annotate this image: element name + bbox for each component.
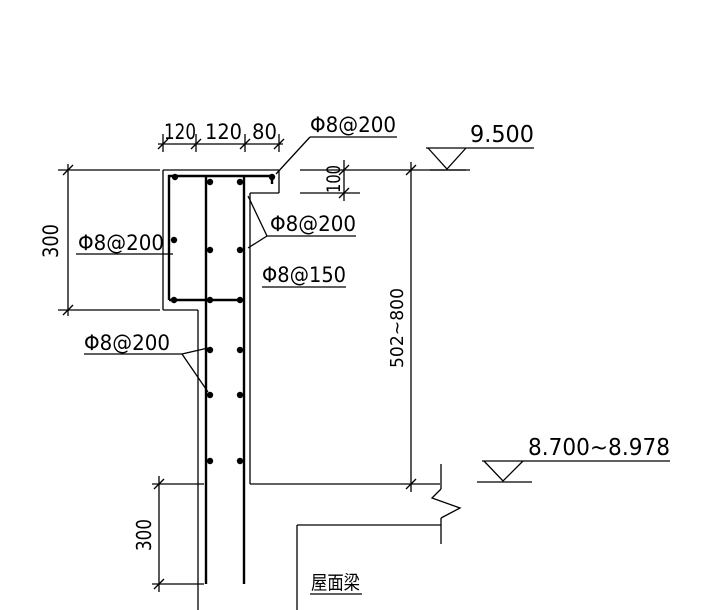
- bar-dot: [170, 296, 178, 304]
- bar-dot: [236, 391, 244, 399]
- callout-left: Φ8@200: [76, 231, 173, 255]
- bar-dot: [268, 173, 276, 181]
- dim-width-1: 120: [164, 120, 196, 144]
- label-rebar-wall: Φ8@200: [84, 331, 170, 355]
- bar-dot: [236, 346, 244, 354]
- bar-dot: [206, 346, 214, 354]
- dim-width-3: 80: [252, 120, 277, 144]
- elevation-top: 9.500: [426, 122, 534, 171]
- bar-dot: [171, 173, 179, 181]
- bar-dot: [206, 246, 214, 254]
- dim-anchor-height: 300: [132, 476, 204, 592]
- bar-dot: [206, 178, 214, 186]
- dim-height-wall: 502~800: [387, 288, 408, 368]
- dim-height-total: 300: [39, 224, 63, 258]
- callout-stirrup: Φ8@150: [262, 263, 346, 288]
- label-rebar-inner: Φ8@200: [270, 212, 356, 236]
- dim-left-height: 300: [39, 164, 160, 316]
- bar-dot: [236, 296, 244, 304]
- dim-wall-height: 502~800: [360, 162, 470, 492]
- label-rebar-stirrup: Φ8@150: [262, 263, 346, 287]
- bar-dot: [236, 246, 244, 254]
- bar-dot: [170, 236, 178, 244]
- bar-dot: [206, 296, 214, 304]
- break-line: [430, 464, 462, 544]
- label-rebar-left: Φ8@200: [78, 231, 164, 255]
- bar-dot: [206, 391, 214, 399]
- callout-top: Φ8@200: [275, 113, 397, 175]
- callout-wall: Φ8@200: [84, 331, 209, 393]
- dim-height-lip: 100: [323, 165, 345, 193]
- concrete-outline: [162, 169, 440, 610]
- rebar-cage: [167, 174, 274, 584]
- label-rebar-top: Φ8@200: [310, 113, 396, 137]
- bar-dot: [206, 457, 214, 465]
- dim-top-widths: 120 120 80: [157, 120, 285, 152]
- dim-lip-height: 100: [300, 160, 360, 201]
- rebar-dots: [170, 173, 276, 465]
- dim-width-2: 120: [205, 120, 242, 144]
- bar-dot: [236, 178, 244, 186]
- elevation-bottom: 8.700~8.978: [477, 435, 670, 483]
- label-elevation-bottom: 8.700~8.978: [528, 435, 670, 461]
- label-roof-beam: 屋面梁: [311, 572, 360, 594]
- label-elevation-top: 9.500: [470, 122, 534, 148]
- bar-dot: [236, 457, 244, 465]
- dim-height-anchor: 300: [132, 519, 156, 551]
- callout-inner-stirrup: Φ8@200: [247, 195, 356, 249]
- roof-beam: 屋面梁: [296, 524, 441, 610]
